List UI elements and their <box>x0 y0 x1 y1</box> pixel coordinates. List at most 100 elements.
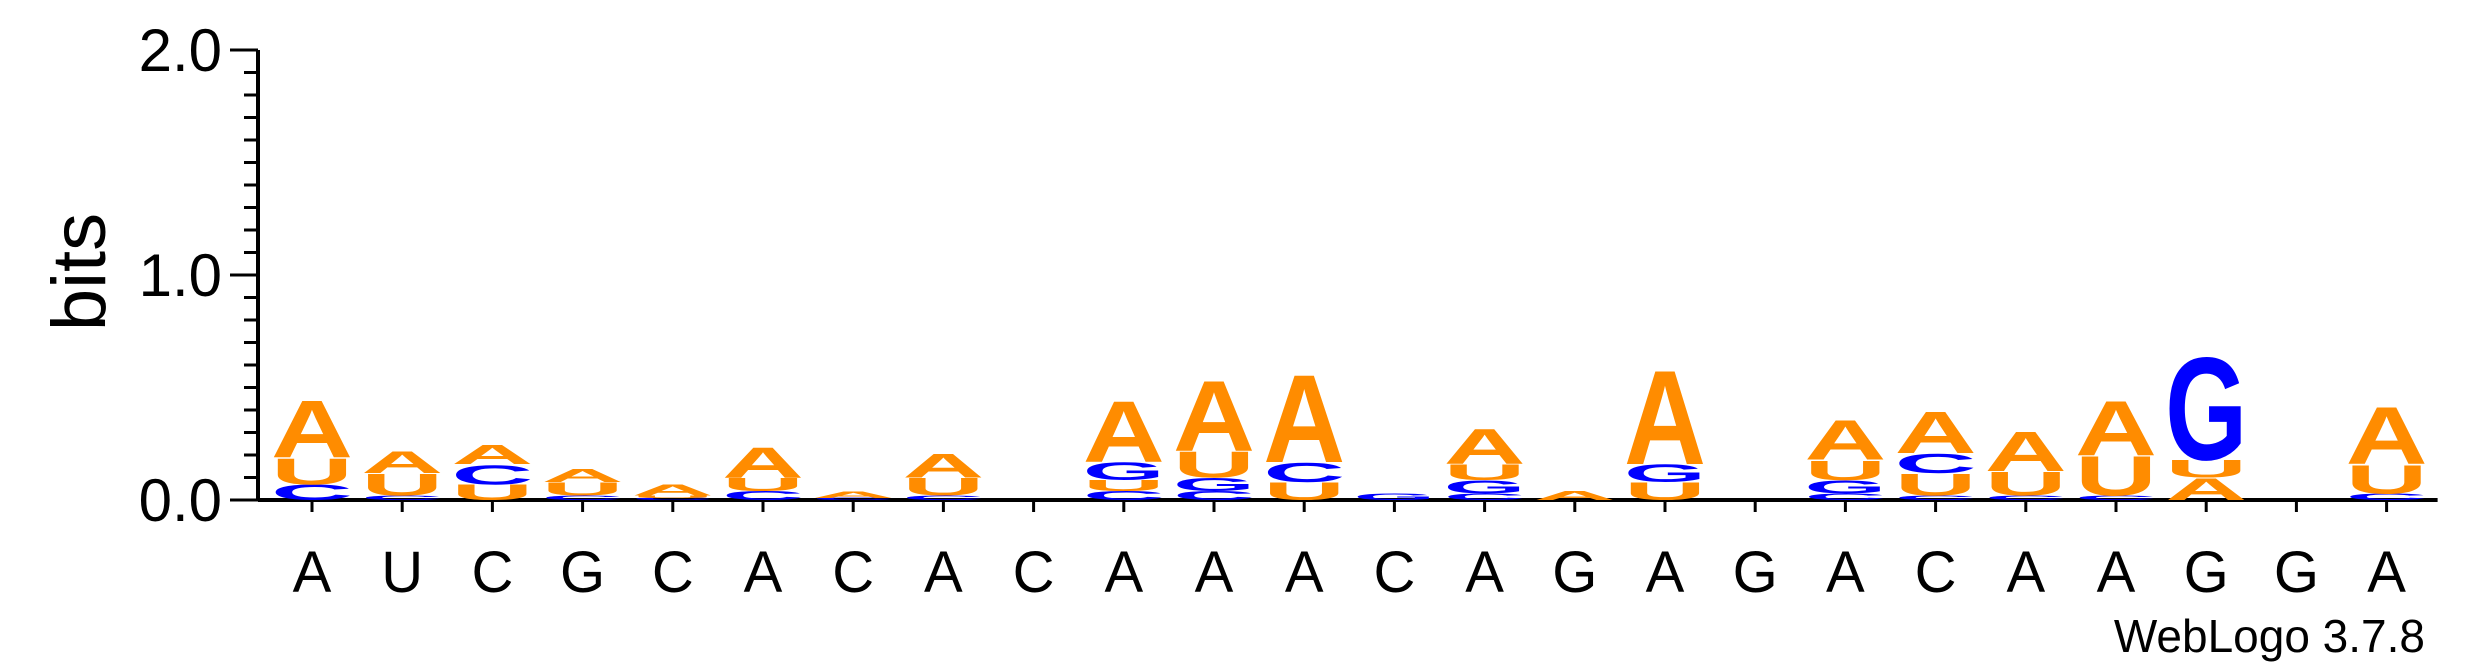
logo-glyph-A: A <box>542 465 624 486</box>
svg-text:A: A <box>1534 489 1616 503</box>
logo-glyph-A: A <box>451 438 533 470</box>
svg-text:A: A <box>1624 343 1706 493</box>
svg-text:C: C <box>1804 492 1886 502</box>
y-tick-label: 2.0 <box>139 17 222 84</box>
logo-glyph-U: U <box>2165 455 2247 483</box>
logo-glyph-U: U <box>1985 464 2067 503</box>
logo-glyph-A: A <box>1534 489 1616 503</box>
logo-glyph-A: A <box>1624 343 1706 493</box>
y-axis-title: bits <box>37 213 122 331</box>
svg-text:U: U <box>2165 455 2247 483</box>
svg-text:A: A <box>451 438 533 470</box>
svg-text:U: U <box>632 495 714 499</box>
logo-glyph-A: A <box>1985 420 2067 483</box>
logo-glyph-G: G <box>1353 491 1435 502</box>
x-tick-label: A <box>2097 540 2136 605</box>
svg-text:U: U <box>2346 457 2428 502</box>
logo-glyph-C: C <box>2346 492 2428 502</box>
x-tick-label: G <box>560 540 605 605</box>
x-tick-label: A <box>744 540 783 605</box>
svg-text:U: U <box>1173 443 1255 485</box>
svg-text:C: C <box>542 494 624 501</box>
logo-glyph-C: C <box>812 497 894 501</box>
logo-glyph-U: U <box>1804 454 1886 486</box>
logo-glyph-C: C <box>1444 492 1526 502</box>
svg-text:U: U <box>1895 467 1977 502</box>
x-tick-label: C <box>471 540 513 605</box>
x-tick-label: A <box>1826 540 1865 605</box>
svg-text:U: U <box>542 479 624 500</box>
logo-glyph-U: U <box>1895 467 1977 502</box>
logo-glyph-U: U <box>271 450 353 492</box>
logo-glyph-U: U <box>632 495 714 499</box>
svg-text:C: C <box>1173 489 1255 503</box>
logo-glyph-A: A <box>632 482 714 499</box>
logo-glyph-G: G <box>1173 474 1255 495</box>
x-tick-label: U <box>381 540 423 605</box>
logo-glyph-C: C <box>451 459 533 491</box>
logo-glyph-C: C <box>2075 494 2157 501</box>
logo-glyph-U: U <box>361 467 443 502</box>
x-tick-label: A <box>1465 540 1504 605</box>
svg-text:U: U <box>722 474 804 495</box>
logo-glyph-C: C <box>632 497 714 501</box>
svg-text:A: A <box>361 445 443 480</box>
x-tick-label: A <box>1285 540 1324 605</box>
svg-text:A: A <box>722 438 804 487</box>
svg-text:C: C <box>1263 456 1345 488</box>
svg-text:U: U <box>271 450 353 492</box>
logo-glyph-A: A <box>722 438 804 487</box>
svg-text:A: A <box>1173 360 1255 472</box>
logo-glyph-C: C <box>722 489 804 503</box>
x-tick-label: A <box>1195 540 1234 605</box>
x-tick-label: G <box>2184 540 2229 605</box>
logo-glyph-A: A <box>361 445 443 480</box>
svg-text:A: A <box>1985 420 2067 483</box>
logo-glyph-A: A <box>1083 383 1165 481</box>
logo-glyph-C: C <box>1263 456 1345 488</box>
svg-text:U: U <box>1985 464 2067 503</box>
svg-text:G: G <box>1353 491 1435 502</box>
svg-text:A: A <box>1895 400 1977 466</box>
svg-text:G: G <box>1083 458 1165 486</box>
svg-text:A: A <box>1263 350 1345 489</box>
svg-text:A: A <box>1083 383 1165 481</box>
logo-glyph-G: G <box>1624 460 1706 488</box>
logo-glyph-A: A <box>1173 360 1255 472</box>
logo-glyph-G: G <box>1444 476 1526 497</box>
logo-glyph-A: A <box>1804 409 1886 472</box>
logo-glyph-G: G <box>1083 458 1165 486</box>
svg-text:A: A <box>902 446 984 485</box>
svg-text:C: C <box>812 497 894 501</box>
svg-text:C: C <box>451 459 533 491</box>
x-tick-label: A <box>2006 540 2045 605</box>
svg-text:C: C <box>2075 494 2157 501</box>
svg-text:A: A <box>632 482 714 499</box>
x-tick-label: A <box>2367 540 2406 605</box>
logo-glyph-C: C <box>902 494 984 501</box>
x-tick-label: A <box>1646 540 1685 605</box>
logo-glyph-U: U <box>1083 477 1165 494</box>
svg-text:A: A <box>2075 384 2157 471</box>
logo-glyph-A: A <box>2075 384 2157 471</box>
svg-text:A: A <box>271 384 353 475</box>
x-tick-label: G <box>1733 540 1778 605</box>
logo-glyph-U: U <box>722 474 804 495</box>
svg-text:C: C <box>632 497 714 501</box>
svg-text:U: U <box>2075 445 2157 508</box>
x-tick-label: C <box>832 540 874 605</box>
logo-glyph-C: C <box>1895 447 1977 479</box>
x-tick-label: A <box>1104 540 1143 605</box>
svg-text:C: C <box>1985 494 2067 501</box>
y-tick-label: 0.0 <box>139 467 222 534</box>
logo-glyph-A: A <box>812 489 894 499</box>
svg-text:G: G <box>1444 476 1526 497</box>
logo-glyph-A: A <box>2346 391 2428 482</box>
logo-glyph-C: C <box>361 494 443 501</box>
svg-text:C: C <box>1895 494 1977 501</box>
svg-text:U: U <box>1804 454 1886 486</box>
logo-glyph-A: A <box>1263 350 1345 489</box>
x-tick-label: A <box>924 540 963 605</box>
